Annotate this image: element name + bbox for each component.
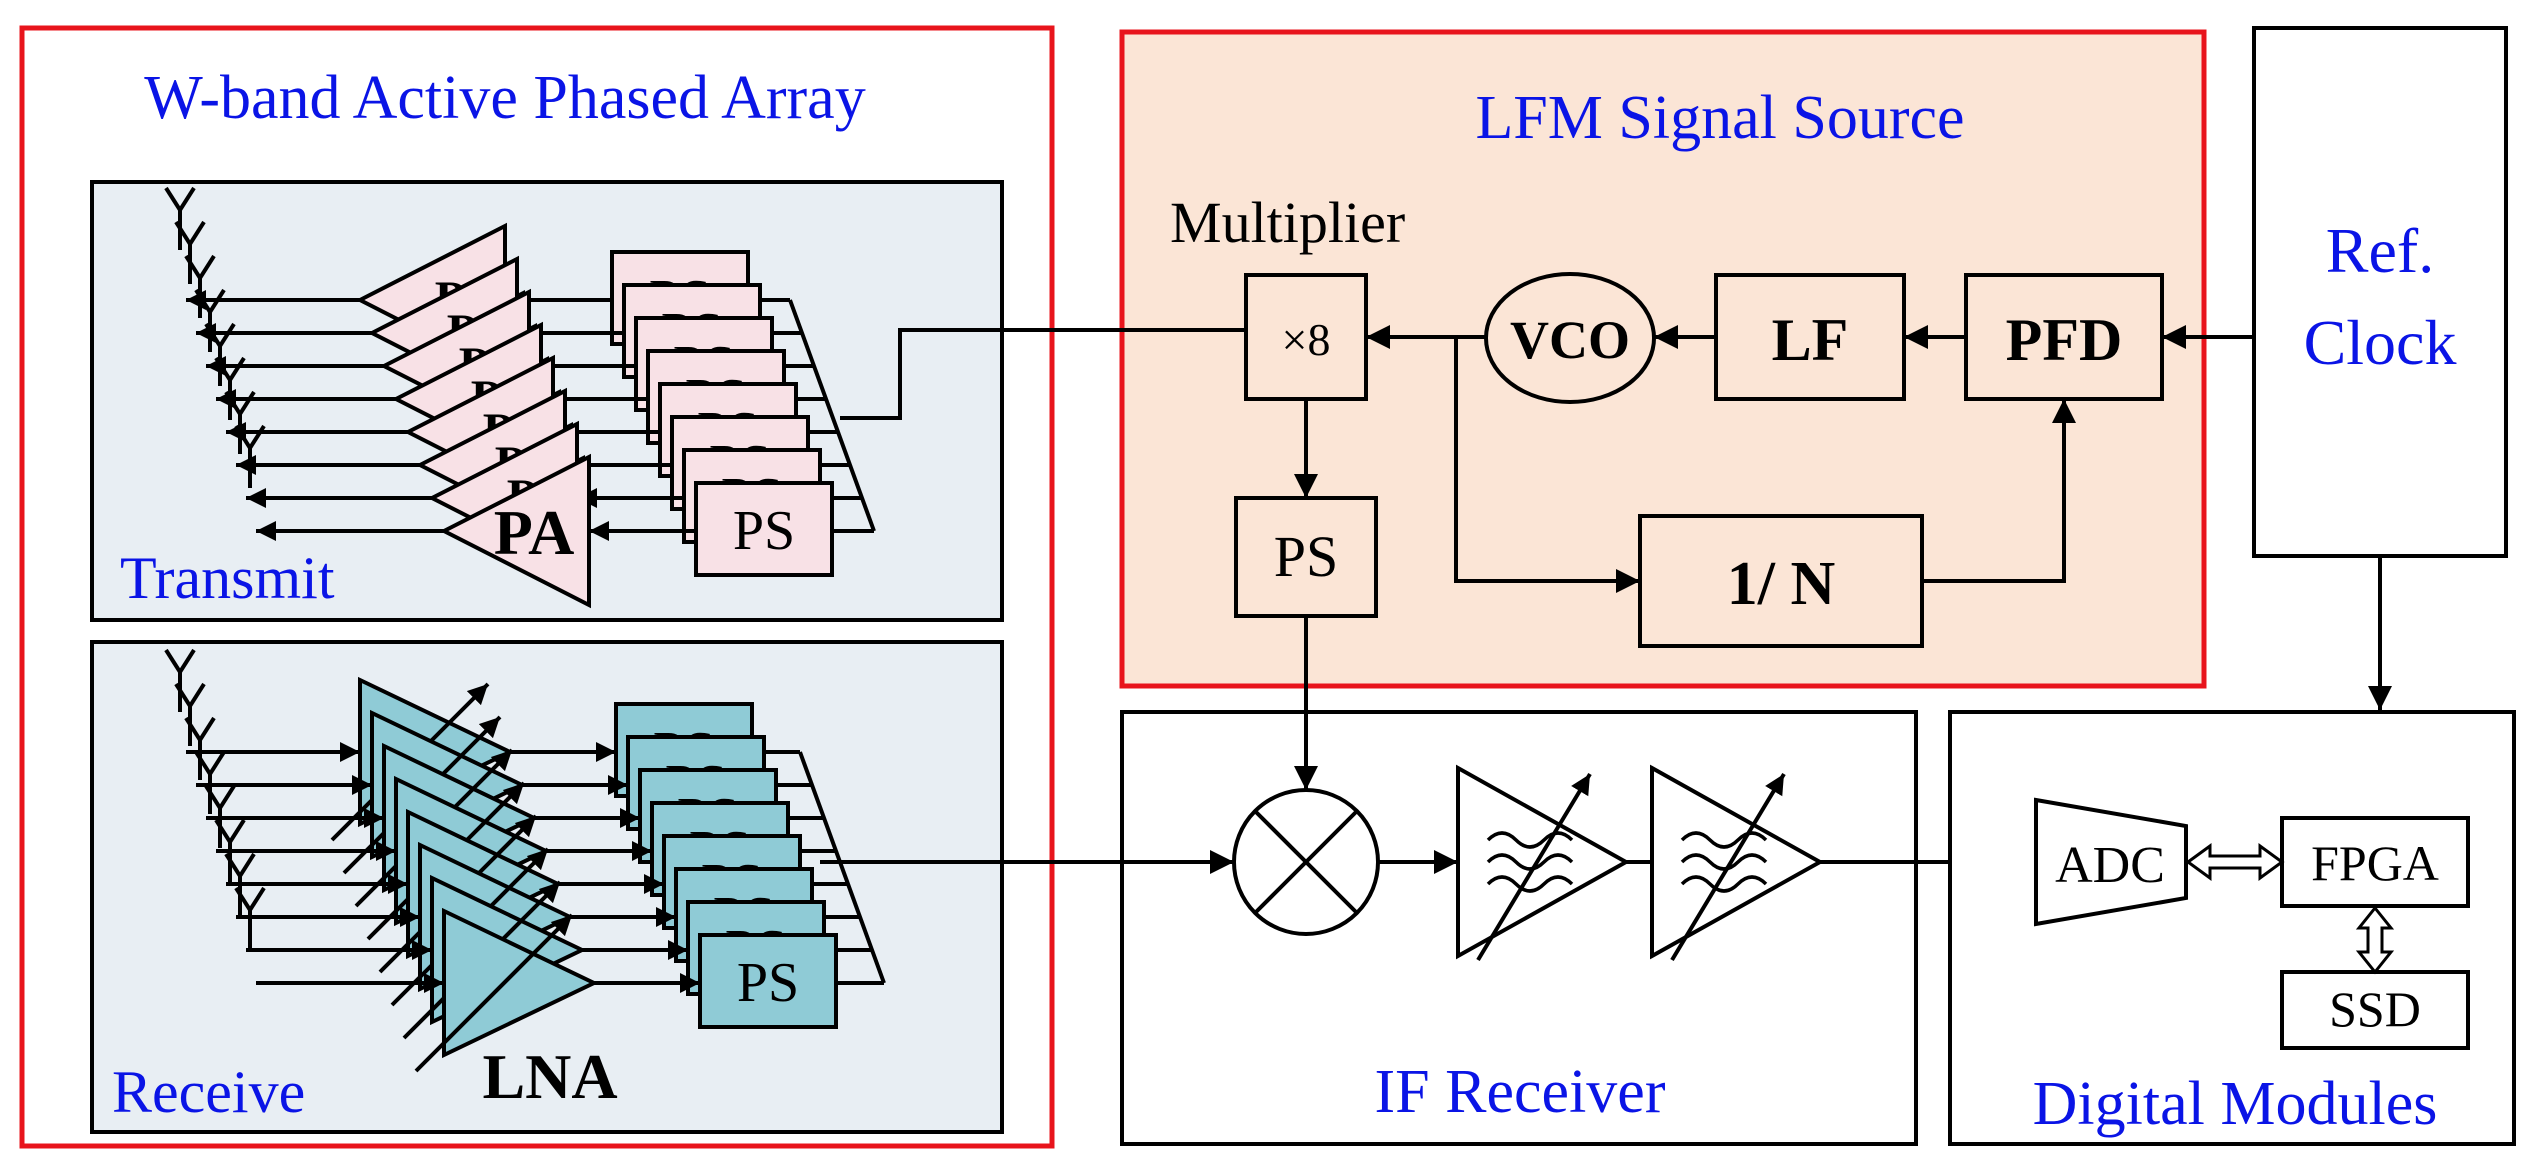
fpga-ssd-bus-icon	[2355, 905, 2395, 975]
transmit-antenna-arm	[248, 424, 266, 450]
transmit-bus-diagonal	[788, 299, 876, 532]
receive-antenna-arm	[238, 852, 256, 878]
if-receiver-panel: IF Receiver	[848, 616, 2030, 1146]
receive-antenna-arm	[198, 716, 216, 742]
receive-antenna-arm	[208, 750, 226, 776]
ref-clock-line2: Clock	[2304, 307, 2457, 378]
transmit-antenna-arm	[238, 390, 256, 416]
divider-to-pfd	[1922, 399, 2076, 583]
pfd-block: PFD	[1964, 273, 2164, 401]
transmit-antenna-arm	[174, 220, 192, 246]
receive-antenna-arm	[214, 818, 232, 844]
transmit-element-stack: PPSPPSPPSPPSPPSPPSPPSPAPS	[186, 222, 876, 609]
multiplier-title: Multiplier	[1170, 190, 1405, 255]
mixer-icon	[1232, 788, 1380, 936]
receive-antenna-arm	[248, 886, 266, 912]
transmit-antenna-arm	[188, 220, 206, 246]
transmit-phase-shifter-label: PS	[733, 500, 795, 562]
ssd-label: SSD	[2329, 981, 2421, 1037]
lfm-ps-block: PS	[1234, 496, 1378, 618]
fpga-label: FPGA	[2311, 835, 2439, 891]
vco-block: VCO	[1484, 272, 1656, 404]
low-noise-amplifier-icon	[442, 907, 599, 1059]
receive-panel: PSPSPSPSPSPSPSPS Receive LNA	[90, 640, 1004, 1134]
receive-antenna-arm	[234, 886, 252, 912]
transmit-antenna-arm	[198, 254, 216, 280]
loop-filter-block: LF	[1714, 273, 1906, 401]
lfm-ps-label: PS	[1274, 524, 1339, 589]
multiplier-value: ×8	[1282, 314, 1331, 365]
receive-antenna-arm	[188, 682, 206, 708]
adc-fpga-bus-icon	[2185, 843, 2285, 881]
receive-antenna-arm	[184, 716, 202, 742]
divider-label: 1/ N	[1727, 550, 1836, 618]
receive-antenna-arm	[204, 784, 222, 810]
ref-clock-line1: Ref.	[2326, 215, 2434, 286]
transmit-antenna-arm	[164, 186, 182, 212]
lna-label: LNA	[482, 1041, 617, 1112]
ssd-block: SSD	[2280, 970, 2470, 1050]
receive-antenna-arm	[174, 682, 192, 708]
fpga-block: FPGA	[2280, 816, 2470, 908]
receive-antenna-arm	[194, 750, 212, 776]
loop-filter-label: LF	[1772, 307, 1849, 373]
if-receiver-title: IF Receiver	[1375, 1058, 1666, 1126]
adc-block: ADC	[2034, 797, 2188, 927]
transmit-label: Transmit	[120, 545, 335, 611]
receive-antenna-arm	[218, 784, 236, 810]
ref-clock-block: Ref. Clock	[2252, 26, 2508, 558]
transmit-panel: PPSPPSPPSPPSPPSPPSPPSPAPS Transmit	[90, 180, 1052, 622]
receive-antenna-arm	[228, 818, 246, 844]
receive-antenna-arm	[224, 852, 242, 878]
if-amplifier-1-icon	[1456, 764, 1631, 962]
receive-label: Receive	[112, 1059, 305, 1125]
receive-antenna-arm	[164, 648, 182, 674]
phased-array-title: W-band Active Phased Array	[144, 64, 865, 132]
receive-antenna-arm	[178, 648, 196, 674]
receive-element-stack: PSPSPSPSPSPSPSPS	[186, 676, 886, 1073]
vco-label: VCO	[1510, 310, 1630, 370]
lfm-signal-source-panel: LFM Signal Source Multiplier ×8 VCO LF P…	[1052, 29, 2207, 689]
adc-label: ADC	[2055, 837, 2165, 894]
receive-phase-shifter-block	[698, 933, 838, 1029]
digital-modules-panel: Digital Modules ADC FPGA SSD	[1948, 710, 2516, 1146]
lfm-title: LFM Signal Source	[1475, 84, 1964, 152]
power-amplifier-label: PA	[494, 497, 575, 568]
transmit-antenna-arm	[184, 254, 202, 280]
gain-control-arrow	[414, 913, 574, 1073]
digital-title: Digital Modules	[2033, 1070, 2438, 1138]
multiplier-block: ×8	[1244, 273, 1368, 401]
transmit-antenna-arm	[228, 356, 246, 382]
receive-antenna-array	[164, 648, 266, 950]
transmit-antenna-arm	[178, 186, 196, 212]
pfd-label: PFD	[2006, 307, 2123, 373]
divider-block: 1/ N	[1638, 514, 1924, 648]
transmit-feed-bus	[840, 328, 1052, 420]
receive-phase-shifter-label: PS	[737, 952, 799, 1014]
vco-feedback-to-divider	[1454, 337, 1640, 593]
receive-bus-diagonal	[798, 751, 886, 984]
transmit-antenna-array	[164, 186, 266, 488]
